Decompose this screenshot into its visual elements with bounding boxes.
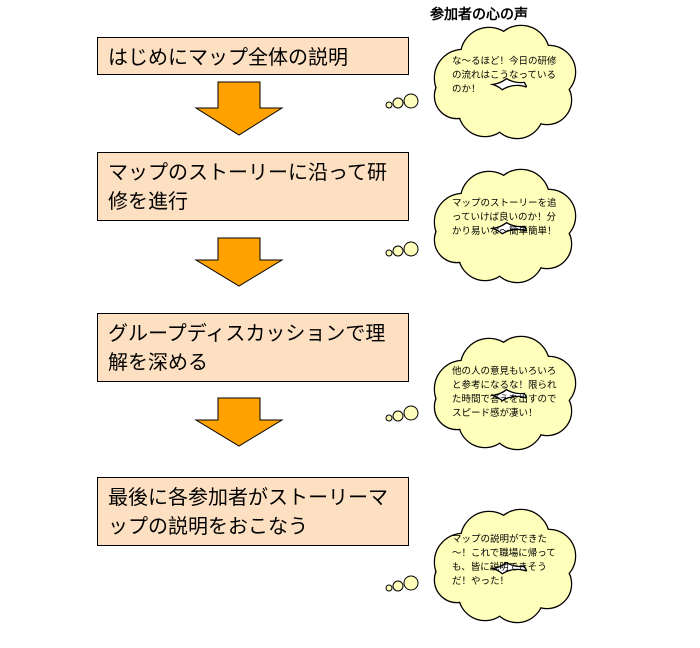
- thought-bubble-3: [385, 335, 577, 451]
- down-arrow-1: [194, 81, 284, 136]
- step-box-1: はじめにマップ全体の説明: [97, 37, 409, 75]
- bubble-text-4: マップの説明ができた～！これで職場に帰っても、皆に説明できそうだ！やった！: [452, 534, 556, 587]
- bubble-text-1: な～るほど！今日の研修の流れはこうなっているのか！: [452, 56, 557, 95]
- bubble-text-3: 他の人の意見もいろいろと参考になるな！限られた時間で答えを出すのでスピード感が凄…: [452, 366, 557, 419]
- step-box-4: 最後に各参加者がストーリーマップの説明をおこなう: [97, 477, 409, 546]
- thought-bubble-4: [385, 508, 577, 624]
- down-arrow-2: [194, 237, 284, 287]
- bubble-text-2: マップのストーリーを追っていけば良いのか！分かり易いな～簡単簡単！: [452, 198, 557, 237]
- thought-bubble-1: [385, 24, 577, 140]
- step-box-2: マップのストーリーに沿って研修を進行: [97, 152, 409, 221]
- voice-header: 参加者の心の声: [430, 7, 528, 23]
- down-arrow-3: [194, 397, 284, 447]
- thought-bubble-2: [385, 168, 577, 284]
- step-box-3: グループディスカッションで理解を深める: [97, 313, 409, 382]
